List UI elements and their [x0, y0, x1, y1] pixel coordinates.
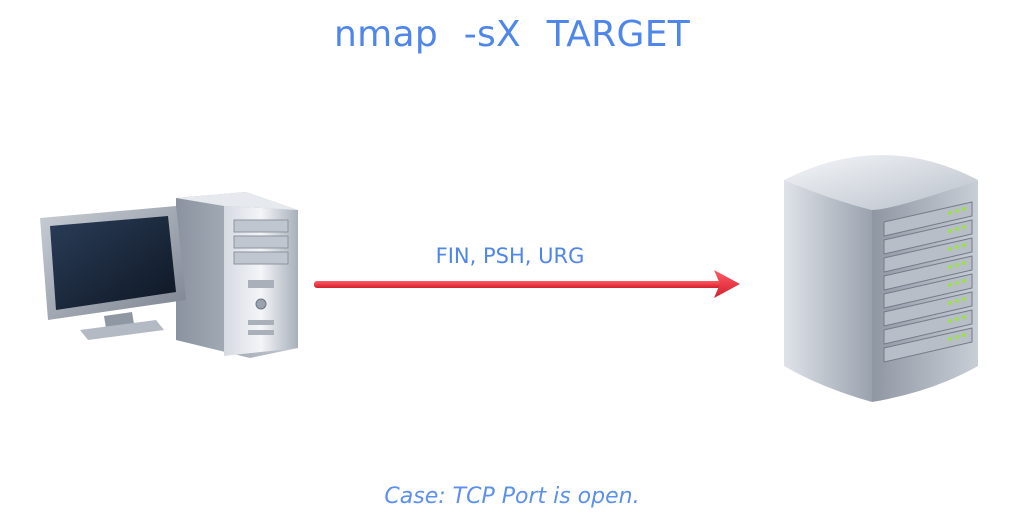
arrow-head — [714, 270, 740, 298]
arrow-label: FIN, PSH, URG — [435, 244, 585, 268]
target-server — [772, 140, 992, 411]
packet-arrow — [306, 262, 746, 307]
case-caption: Case: TCP Port is open. — [384, 484, 640, 509]
arrow-shaft — [314, 281, 722, 288]
server-rack-icon — [784, 155, 978, 402]
client-computer — [36, 180, 306, 365]
desktop-computer-icon — [40, 192, 298, 358]
command-title: nmap -sX TARGET — [333, 14, 691, 55]
